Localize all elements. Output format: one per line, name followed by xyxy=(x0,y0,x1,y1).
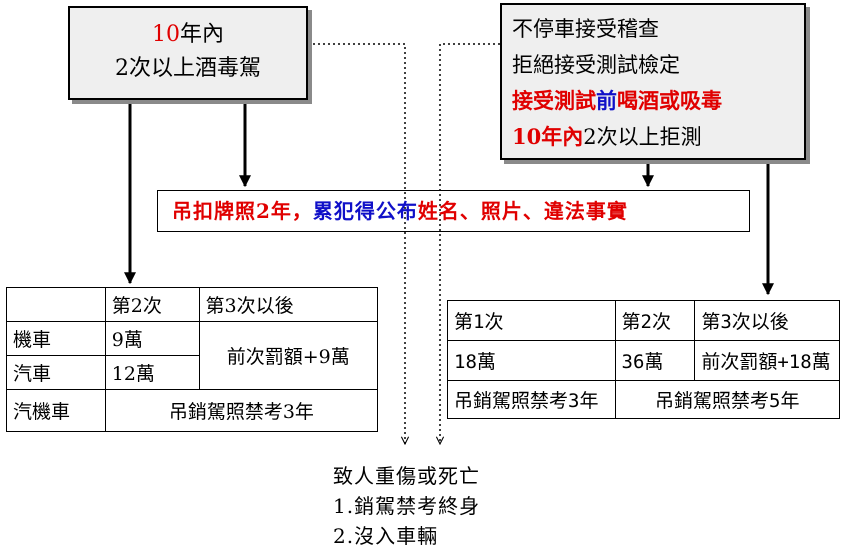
row-label-all-vehicles: 汽機車 xyxy=(6,389,106,432)
table-header-3rd: 第3次以後 xyxy=(198,287,379,322)
license-revoke-3yr: 吊銷駕照禁考3年 xyxy=(447,380,616,419)
box-10yr-line2: 2次以上酒毒駕 xyxy=(115,56,261,81)
fine-1st: 18萬 xyxy=(447,340,616,381)
fine-2nd: 36萬 xyxy=(614,340,696,381)
fine-scooter-2nd: 9萬 xyxy=(104,321,200,356)
table-header-1st: 第1次 xyxy=(447,300,616,341)
consequence-lifetime-ban: 1.銷駕禁考終身 xyxy=(333,494,481,518)
refusal-line4: 10年內2次以上拒測 xyxy=(512,124,702,149)
row-label-car: 汽車 xyxy=(6,355,106,390)
table-header-2nd: 第2次 xyxy=(104,287,200,322)
refusal-line2: 拒絕接受測試檢定 xyxy=(512,53,680,77)
license-revoke-5yr: 吊銷駕照禁考5年 xyxy=(614,380,841,419)
dotted-path-right xyxy=(440,43,500,444)
years-label: 年內 xyxy=(179,22,224,47)
box-plate-suspension: 吊扣牌照2年，累犯得公布姓名、照片、違法事實 xyxy=(157,190,750,232)
box-10yr-line1: 10年內 xyxy=(70,18,306,52)
row-label-scooter: 機車 xyxy=(6,321,106,356)
fine-table-dui: 第2次 第3次以後 機車 9萬 前次罰額+9萬 汽車 12萬 汽機車 吊銷駕照禁… xyxy=(6,287,379,432)
fine-table-refusal: 第1次 第2次 第3次以後 18萬 36萬 前次罰額+18萬 吊銷駕照禁考3年 … xyxy=(447,300,841,419)
refusal-line3: 接受測試前喝酒或吸毒 xyxy=(512,88,722,113)
fine-3rd: 前次罰額+18萬 xyxy=(694,340,840,381)
box-refusal-conditions: 不停車接受稽查 拒絕接受測試檢定 接受測試前喝酒或吸毒 10年內2次以上拒測 xyxy=(500,3,806,160)
table-header-3rd: 第3次以後 xyxy=(694,300,840,341)
license-revoke-3yr: 吊銷駕照禁考3年 xyxy=(104,389,379,432)
box-10yr-2x-dui: 10年內 2次以上酒毒駕 xyxy=(68,6,308,100)
table-header-2nd: 第2次 xyxy=(614,300,696,341)
dotted-path-left xyxy=(308,43,405,444)
fine-car-2nd: 12萬 xyxy=(104,355,200,390)
injury-death-title: 致人重傷或死亡 xyxy=(333,464,480,488)
refusal-line1: 不停車接受稽查 xyxy=(512,17,659,41)
table-header-empty xyxy=(6,287,106,322)
years-number: 10 xyxy=(151,22,180,47)
consequence-vehicle-confiscation: 2.沒入車輛 xyxy=(333,524,439,548)
fine-3rd-merged: 前次罰額+9萬 xyxy=(198,321,379,390)
